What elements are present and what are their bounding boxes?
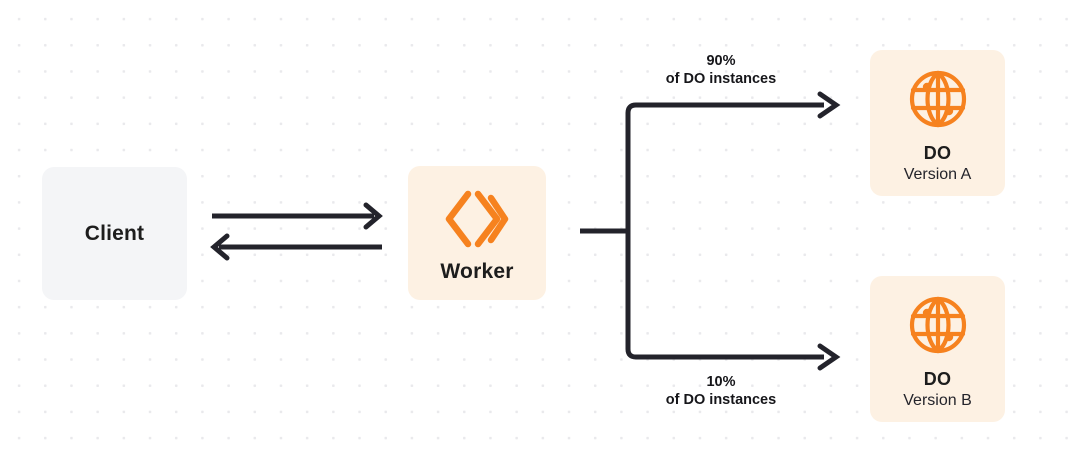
- arrow-client-to-worker: [212, 202, 383, 230]
- node-worker: Worker: [408, 166, 546, 300]
- globe-icon: [906, 293, 970, 357]
- do-b-subtitle: Version B: [903, 391, 972, 409]
- arrow-worker-to-client: [210, 233, 382, 261]
- bottom-split-percent: 10%: [706, 374, 736, 390]
- do-a-title: DO: [923, 142, 952, 163]
- edge-label-bottom-split: 10% of DO instances: [596, 373, 846, 409]
- edge-label-top-split: 90% of DO instances: [596, 52, 846, 88]
- do-a-subtitle: Version A: [903, 165, 972, 183]
- do-b-title: DO: [923, 368, 952, 389]
- globe-icon: [906, 67, 970, 131]
- top-split-percent: 90%: [706, 53, 736, 69]
- arrowhead-to-do-a: [817, 91, 841, 119]
- node-client: Client: [42, 167, 187, 300]
- split-bus: [625, 102, 824, 360]
- arrowhead-to-do-b: [817, 343, 841, 371]
- top-split-description: of DO instances: [665, 71, 777, 87]
- bottom-split-description: of DO instances: [665, 392, 777, 408]
- node-do-version-b: DO Version B: [870, 276, 1005, 422]
- node-do-version-a: DO Version A: [870, 50, 1005, 196]
- worker-label: Worker: [440, 260, 514, 283]
- client-label: Client: [84, 221, 145, 245]
- cloudflare-workers-logo-icon: [444, 188, 510, 250]
